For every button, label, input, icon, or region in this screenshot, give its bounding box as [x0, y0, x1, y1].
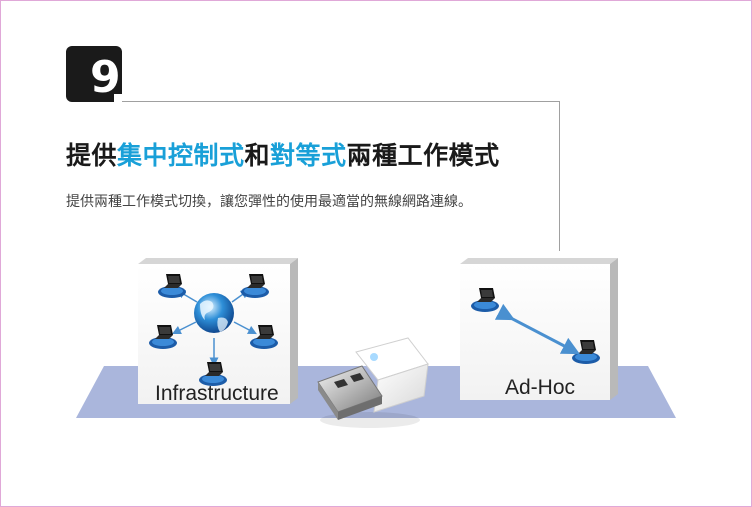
globe-icon [194, 293, 234, 333]
divider-vertical [559, 101, 560, 251]
divider-horizontal [122, 101, 559, 102]
page-title: 提供集中控制式和對等式兩種工作模式 [66, 141, 500, 170]
usb-adapter-icon [317, 337, 429, 428]
adhoc-link [494, 303, 580, 355]
step-badge: 9 [66, 46, 122, 103]
description-text: 提供兩種工作模式切換，讓您彈性的使用最適當的無線網路連線。 [66, 194, 472, 210]
infrastructure-label: Infrastructure [155, 382, 279, 405]
adhoc-label: Ad-Hoc [505, 376, 576, 399]
